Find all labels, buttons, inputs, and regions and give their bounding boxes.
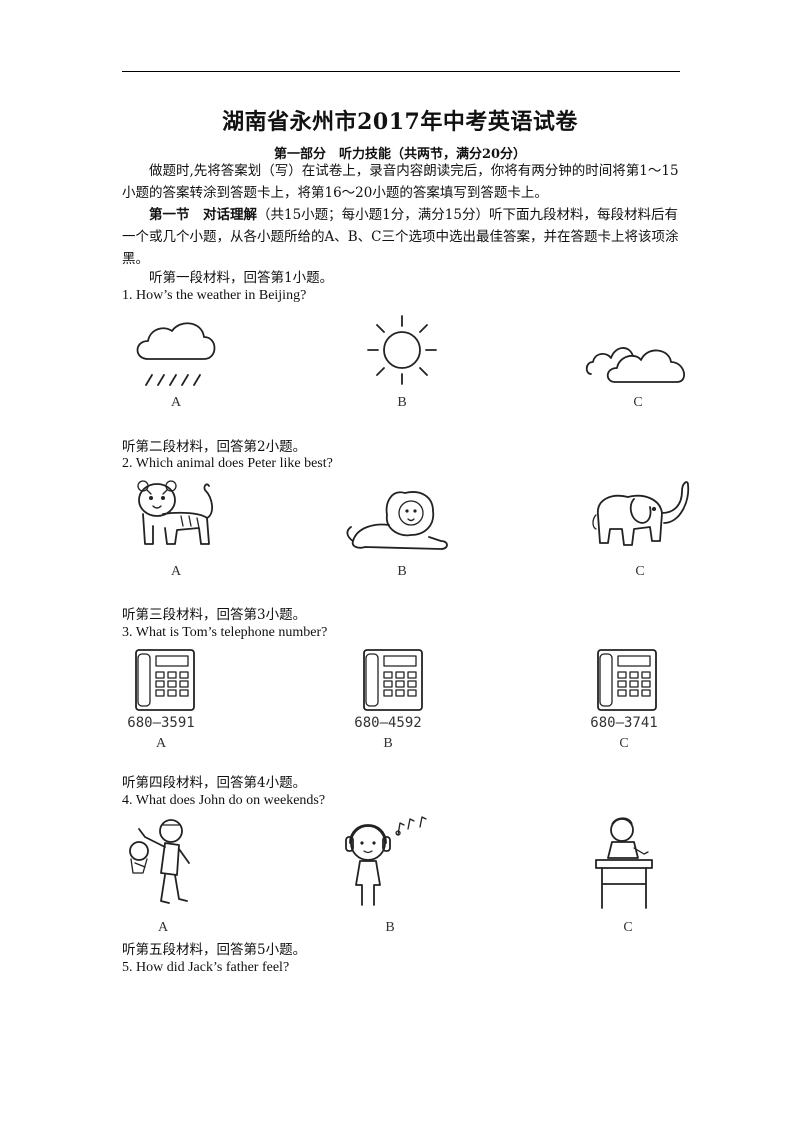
basketball-player-icon <box>129 819 190 904</box>
q3-number-c: 680–3741 <box>590 715 658 731</box>
q1-option-a[interactable]: A <box>170 395 182 410</box>
telephone-icon <box>597 649 657 711</box>
q4-instruction: 听第四段材料，回答第4小题。 <box>122 775 307 791</box>
q4-option-b[interactable]: B <box>385 920 395 935</box>
q3-option-c[interactable]: C <box>619 736 629 751</box>
q2-instruction: 听第二段材料，回答第2小题。 <box>122 439 307 455</box>
elephant-icon <box>592 481 690 546</box>
section1-heading: 第一节 对话理解 <box>149 207 257 223</box>
section1-paragraph: 第一节 对话理解（共15小题；每小题1分，满分15分）听下面九段材料，每段材料后… <box>122 204 682 270</box>
telephone-icon <box>363 649 423 711</box>
rain-cloud-icon <box>136 322 216 386</box>
listening-music-icon <box>345 816 427 906</box>
clouds-icon <box>585 347 685 383</box>
q4-question: 4. What does John do on weekends? <box>122 793 326 808</box>
q3-option-a[interactable]: A <box>155 736 167 751</box>
q3-question: 3. What is Tom’s telephone number? <box>122 625 328 640</box>
q3-number-a: 680–3591 <box>127 715 195 731</box>
studying-at-desk-icon <box>595 817 653 909</box>
q1-option-c[interactable]: C <box>633 395 643 410</box>
q4-option-c[interactable]: C <box>623 920 633 935</box>
q3-number-b: 680–4592 <box>354 715 422 731</box>
intro-text: 做题时,先将答案划（写）在试卷上，录音内容朗读完后，你将有两分钟的时间将第1～1… <box>122 163 679 201</box>
q4-option-a[interactable]: A <box>157 920 169 935</box>
q1-question: 1. How’s the weather in Beijing? <box>122 288 307 303</box>
section1-text: （共15小题；每小题1分，满分15分）听下面九段材料，每段材料后有一个或几个小题… <box>122 207 679 267</box>
q2-option-a[interactable]: A <box>170 564 182 579</box>
intro-paragraph: 做题时,先将答案划（写）在试卷上，录音内容朗读完后，你将有两分钟的时间将第1～1… <box>122 160 682 204</box>
tiger-icon <box>137 480 213 545</box>
lion-icon <box>346 491 448 550</box>
q3-option-b[interactable]: B <box>383 736 393 751</box>
q1-instruction: 听第一段材料，回答第1小题。 <box>149 270 334 286</box>
telephone-icon <box>135 649 195 711</box>
q5-question: 5. How did Jack’s father feel? <box>122 960 290 975</box>
exam-title: 湖南省永州市2017年中考英语试卷 <box>222 109 578 135</box>
q2-question: 2. Which animal does Peter like best? <box>122 456 333 471</box>
q2-option-b[interactable]: B <box>397 564 407 579</box>
part-heading: 第一部分 听力技能（共两节，满分20分） <box>273 147 527 162</box>
header-rule <box>122 71 680 72</box>
q1-option-b[interactable]: B <box>397 395 407 410</box>
q3-instruction: 听第三段材料，回答第3小题。 <box>122 607 307 623</box>
q5-instruction: 听第五段材料，回答第5小题。 <box>122 942 307 958</box>
q2-option-c[interactable]: C <box>635 564 645 579</box>
sun-icon <box>367 315 437 385</box>
